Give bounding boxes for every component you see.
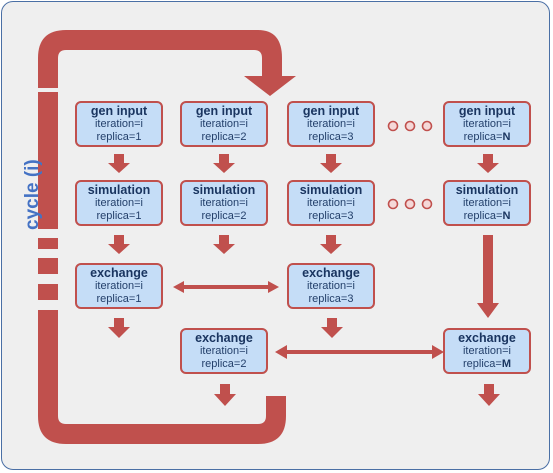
node-replica: replica=1 <box>96 131 142 143</box>
cycle-loop-left-dash-3 <box>38 284 58 300</box>
gen-input-node-replica-2: gen input iteration=i replica=2 <box>180 101 268 147</box>
node-iteration: iteration=i <box>199 345 248 357</box>
node-replica: replica=2 <box>201 358 247 370</box>
simulation-node-replica-1: simulation iteration=i replica=1 <box>75 180 163 226</box>
node-replica: replica=N <box>463 131 511 143</box>
gen-input-node-replica-1: gen input iteration=i replica=1 <box>75 101 163 147</box>
gen-input-node-replica-3: gen input iteration=i replica=3 <box>287 101 375 147</box>
arrow-exch2-out <box>214 384 236 406</box>
node-title: exchange <box>302 266 360 280</box>
node-replica: replica=2 <box>201 210 247 222</box>
arrow-gen2-sim2 <box>213 154 235 173</box>
node-replica: replica=3 <box>308 210 354 222</box>
cycle-label: cycle (i) <box>22 159 43 230</box>
ellipsis-dot-row2-2 <box>404 198 416 210</box>
node-title: gen input <box>90 104 148 118</box>
ellipsis-dot-row1-1 <box>387 120 399 132</box>
node-title: simulation <box>455 183 519 197</box>
arrow-exch3-out <box>321 318 343 338</box>
arrow-sim2-down <box>213 235 235 254</box>
exchange-arrow-2-M <box>275 345 444 359</box>
arrow-gen1-sim1 <box>108 154 130 173</box>
node-iteration: iteration=i <box>94 197 143 209</box>
node-iteration: iteration=i <box>462 118 511 130</box>
node-iteration: iteration=i <box>199 118 248 130</box>
node-iteration: iteration=i <box>199 197 248 209</box>
exchange-node-replica-3: exchange iteration=i replica=3 <box>287 263 375 309</box>
node-replica: replica=3 <box>308 293 354 305</box>
node-replica: replica=3 <box>308 131 354 143</box>
exchange-node-replica-m: exchange iteration=i replica=M <box>443 328 531 374</box>
ellipsis-dot-row1-3 <box>421 120 433 132</box>
node-title: gen input <box>302 104 360 118</box>
node-replica: replica=N <box>463 210 511 222</box>
node-iteration: iteration=i <box>462 197 511 209</box>
simulation-node-replica-2: simulation iteration=i replica=2 <box>180 180 268 226</box>
node-replica: replica=1 <box>96 210 142 222</box>
node-iteration: iteration=i <box>306 118 355 130</box>
node-iteration: iteration=i <box>94 118 143 130</box>
node-title: simulation <box>299 183 363 197</box>
simulation-node-replica-n: simulation iteration=i replica=N <box>443 180 531 226</box>
ellipsis-dot-row2-3 <box>421 198 433 210</box>
node-iteration: iteration=i <box>306 197 355 209</box>
arrow-gen3-sim3 <box>320 154 342 173</box>
node-title: gen input <box>195 104 253 118</box>
node-title: exchange <box>458 331 516 345</box>
node-title: gen input <box>458 104 516 118</box>
node-title: exchange <box>195 331 253 345</box>
cycle-loop-left-dash-2 <box>38 258 58 274</box>
cycle-loop-left-dash-1 <box>38 238 58 249</box>
arrow-sim3-exch3 <box>320 235 342 254</box>
arrow-simN-exchM <box>477 235 499 318</box>
cycle-loop-bottom <box>38 310 286 444</box>
node-title: simulation <box>192 183 256 197</box>
node-title: exchange <box>90 266 148 280</box>
node-iteration: iteration=i <box>94 280 143 292</box>
node-title: simulation <box>87 183 151 197</box>
simulation-node-replica-3: simulation iteration=i replica=3 <box>287 180 375 226</box>
arrow-exchM-out <box>478 384 500 406</box>
exchange-node-replica-1: exchange iteration=i replica=1 <box>75 263 163 309</box>
ellipsis-dot-row1-2 <box>404 120 416 132</box>
node-iteration: iteration=i <box>462 345 511 357</box>
node-replica: replica=2 <box>201 131 247 143</box>
node-replica: replica=M <box>463 358 511 370</box>
ellipsis-dot-row2-1 <box>387 198 399 210</box>
node-replica: replica=1 <box>96 293 142 305</box>
arrow-sim1-exch1 <box>108 235 130 254</box>
exchange-arrow-1-3 <box>173 281 279 293</box>
gen-input-node-replica-n: gen input iteration=i replica=N <box>443 101 531 147</box>
arrow-genN-simN <box>477 154 499 173</box>
node-iteration: iteration=i <box>306 280 355 292</box>
cycle-loop-left-upper <box>38 92 58 229</box>
exchange-node-replica-2: exchange iteration=i replica=2 <box>180 328 268 374</box>
cycle-loop-arrow <box>38 30 296 96</box>
arrow-exch1-out <box>108 318 130 338</box>
